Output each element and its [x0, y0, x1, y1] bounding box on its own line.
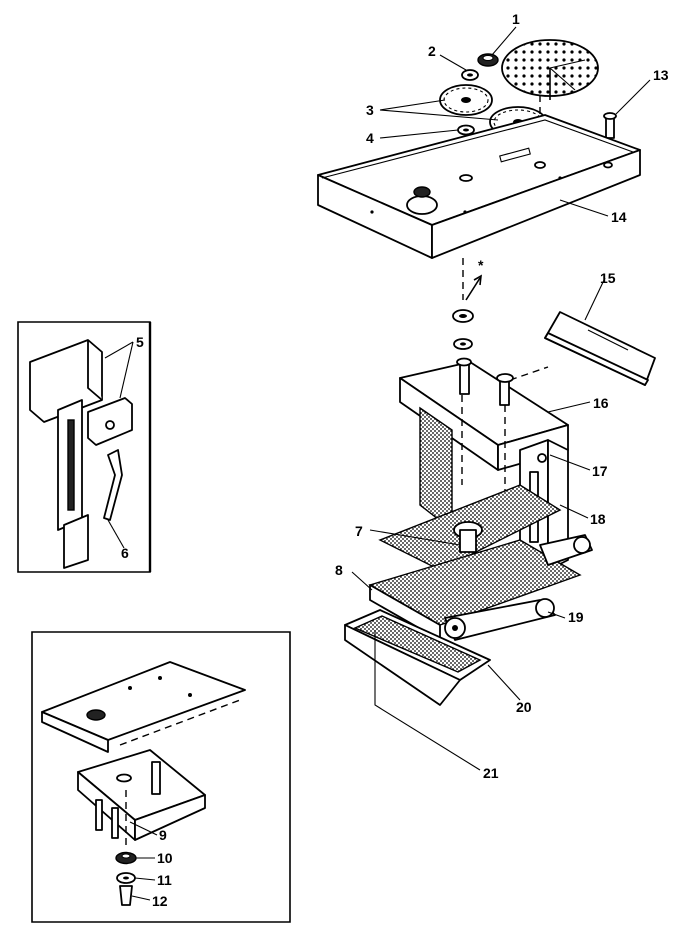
washer-center-2 — [453, 338, 473, 350]
inset-guide-line — [119, 699, 241, 746]
washer-part-11 — [116, 872, 136, 884]
washer-part-1 — [477, 53, 499, 67]
callout-16: 16 — [593, 395, 609, 411]
belt-assembly-part-7 — [378, 484, 562, 571]
callout-6: 6 — [121, 545, 129, 561]
inset-box-bottom-left — [31, 631, 291, 923]
base-tray-part-20 — [344, 609, 491, 706]
callout-9: 9 — [159, 827, 167, 843]
callout-3: 3 — [366, 102, 374, 118]
washer-part-4 — [457, 124, 475, 136]
inset-tray — [41, 661, 246, 753]
inset-box-top-left — [17, 321, 152, 573]
lever-part-6 — [103, 449, 123, 521]
callout-8: 8 — [335, 562, 343, 578]
callout-18: 18 — [590, 511, 606, 527]
gear-part-3-left — [439, 84, 493, 116]
callout-20: 20 — [516, 699, 532, 715]
callout-11: 11 — [157, 872, 172, 888]
callout-12: 12 — [152, 893, 168, 909]
callout-21: 21 — [483, 765, 499, 781]
callout-13: 13 — [653, 67, 669, 83]
nut-part-2 — [461, 69, 479, 81]
rear-plate-part-18 — [547, 439, 569, 571]
bracket-part-15 — [544, 311, 656, 386]
callout-7: 7 — [355, 523, 363, 539]
callout-1: 1 — [512, 11, 520, 27]
perforated-disc — [501, 39, 599, 100]
bracket-guide-line — [509, 366, 549, 381]
callout-15: 15 — [600, 270, 616, 286]
callout-2: 2 — [428, 43, 436, 59]
leader-lines — [104, 26, 651, 901]
callout-10: 10 — [157, 850, 173, 866]
actuator-part-5 — [29, 339, 133, 569]
lower-belt-part-8 — [368, 539, 582, 641]
top-tray-part-14 — [317, 114, 641, 259]
callout-4: 4 — [366, 130, 374, 146]
callout-14: 14 — [611, 209, 627, 225]
asterisk-arrow — [465, 277, 481, 301]
callout-5: 5 — [136, 334, 144, 350]
washer-center — [452, 309, 474, 323]
mesh-screen-left — [419, 406, 453, 532]
callout-asterisk: * — [478, 257, 484, 273]
inset-frame — [77, 749, 206, 841]
pin-part-12 — [119, 885, 133, 906]
callout-19: 19 — [568, 609, 584, 625]
washer-part-10 — [115, 851, 137, 865]
callout-17: 17 — [592, 463, 608, 479]
